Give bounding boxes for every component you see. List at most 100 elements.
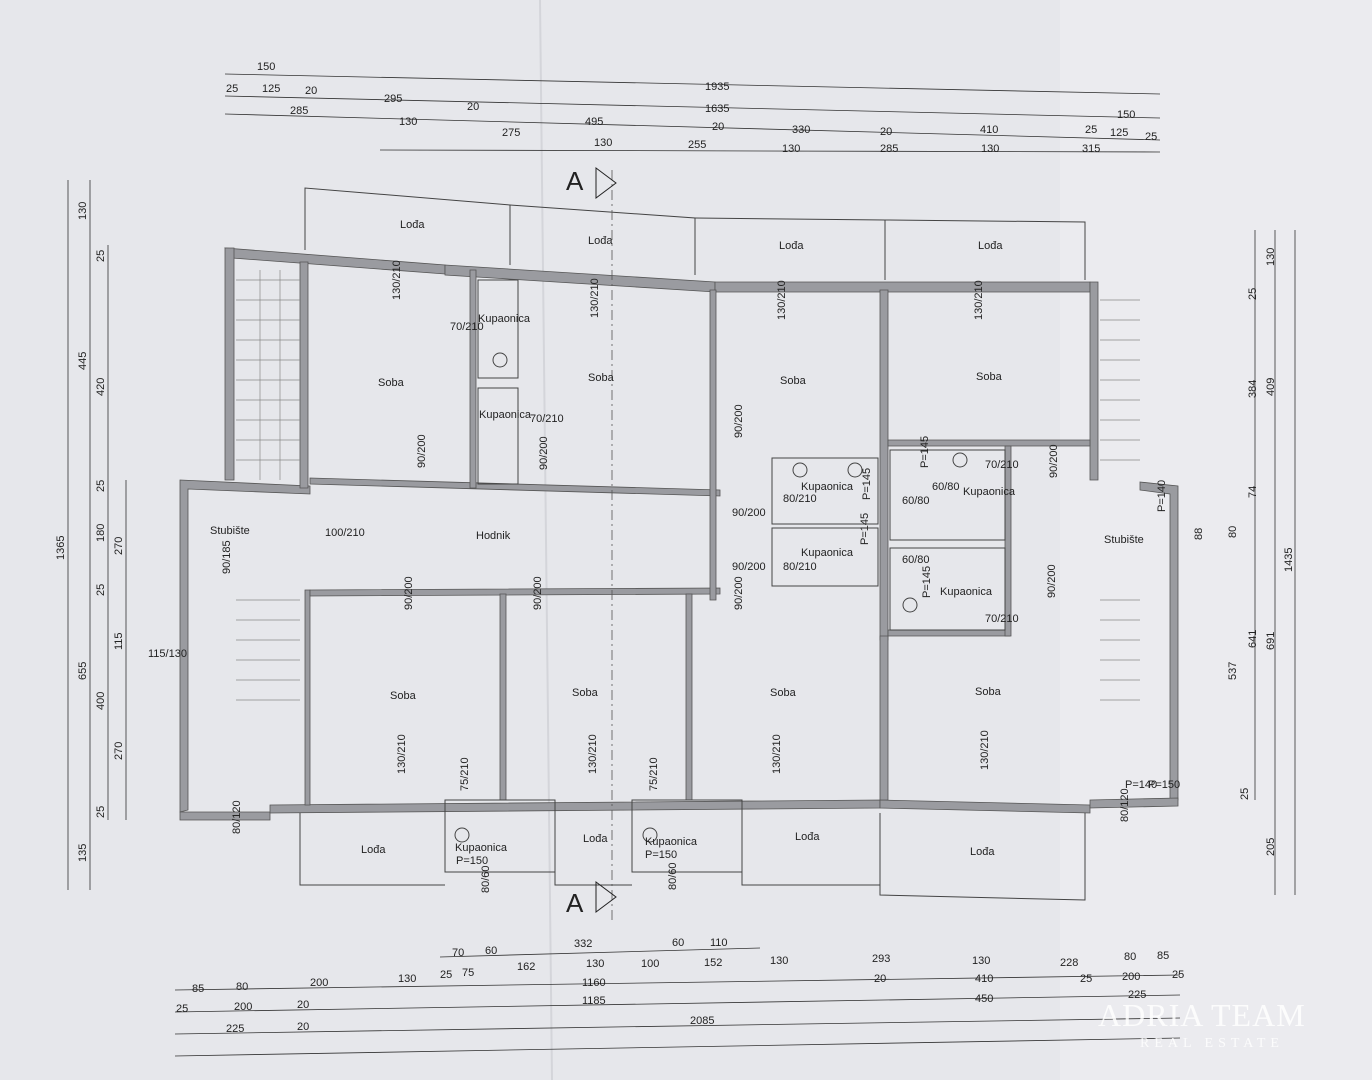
dim-right-384: 384 — [1247, 380, 1259, 398]
dim-bot-80b: 80 — [236, 981, 248, 993]
dim-top-25c: 25 — [1145, 131, 1157, 143]
dim-left-25d: 25 — [95, 806, 107, 818]
dim-left-420: 420 — [95, 378, 107, 396]
dim-bot-25d: 25 — [176, 1003, 188, 1015]
room-label-kupaonica: Kupaonica — [478, 313, 531, 325]
dim-left-25c: 25 — [95, 584, 107, 596]
dim-bot-293: 293 — [872, 953, 890, 965]
dim-bot-152: 152 — [704, 957, 722, 969]
dim-top-20d: 20 — [880, 126, 892, 138]
dim-right-74: 74 — [1247, 486, 1259, 498]
dim-bot-130c: 130 — [770, 955, 788, 967]
dim-bot-75: 75 — [462, 967, 474, 979]
opening-size-label: 90/200 — [732, 507, 766, 519]
opening-size-label: 90/200 — [532, 576, 544, 610]
opening-size-label: 90/200 — [1048, 444, 1060, 478]
dim-bot-20c: 20 — [297, 1021, 309, 1033]
dim-left-130: 130 — [77, 202, 89, 220]
dim-left-115: 115 — [113, 632, 125, 650]
opening-size-label: 70/210 — [450, 321, 484, 333]
dim-bot-80: 80 — [1124, 951, 1136, 963]
dim-bot-85b: 85 — [192, 983, 204, 995]
dim-bot-130a: 130 — [398, 973, 416, 985]
opening-size-label: P=140 — [1156, 480, 1168, 512]
walls — [179, 247, 1179, 821]
dim-top-1635: 1635 — [705, 103, 729, 115]
dim-right-88: 88 — [1193, 528, 1205, 540]
dim-top-150: 150 — [257, 61, 275, 73]
opening-size-label: 70/210 — [985, 459, 1019, 471]
dim-bot-2085: 2085 — [690, 1015, 714, 1027]
dim-right-641: 641 — [1247, 630, 1259, 648]
bottom-loggias — [299, 813, 1086, 901]
dim-right-25b: 25 — [1239, 788, 1251, 800]
dim-left-270: 270 — [113, 537, 125, 555]
dim-top-315: 315 — [1082, 143, 1100, 155]
dim-right-537: 537 — [1227, 662, 1239, 680]
room-label-soba: Soba — [780, 375, 807, 387]
dim-left-1365: 1365 — [55, 536, 67, 560]
dim-right-80: 80 — [1227, 526, 1239, 538]
dim-left-270b: 270 — [113, 742, 125, 760]
opening-size-label: 80/210 — [783, 493, 817, 505]
room-label-loda: Lođa — [588, 235, 613, 247]
opening-size-label: P=150 — [645, 849, 677, 861]
room-label-kupaonica: Kupaonica — [801, 481, 854, 493]
dim-top-25b: 25 — [1085, 124, 1097, 136]
dim-top-20c: 20 — [712, 121, 724, 133]
opening-size-label: 130/210 — [771, 734, 783, 774]
dim-bot-332: 332 — [574, 938, 592, 950]
dim-top-20b: 20 — [467, 101, 479, 113]
room-label-loda: Lođa — [361, 844, 386, 856]
dim-bot-225: 225 — [226, 1023, 244, 1035]
opening-size-label: 90/200 — [538, 436, 550, 470]
opening-size-label: 130/210 — [391, 260, 403, 300]
dim-bot-110: 110 — [710, 937, 728, 949]
dim-top-130c: 130 — [782, 143, 800, 155]
dim-bot-130b: 130 — [586, 958, 604, 970]
dim-top-275: 275 — [502, 127, 520, 139]
dim-right-691: 691 — [1265, 632, 1277, 650]
room-label-kupaonica: Kupaonica — [940, 586, 993, 598]
section-marker-top: A — [566, 166, 584, 196]
dim-top-285b: 285 — [880, 143, 898, 155]
dim-bot-162: 162 — [517, 961, 535, 973]
room-label-loda: Lođa — [795, 831, 820, 843]
room-label-stubiste: Stubište — [210, 525, 250, 537]
dim-top-410: 410 — [980, 124, 998, 136]
room-label-soba: Soba — [572, 687, 599, 699]
opening-size-label: 70/210 — [985, 613, 1019, 625]
dim-bot-25: 25 — [440, 969, 452, 981]
opening-size-label: 60/80 — [932, 481, 960, 493]
watermark-brand: ADRIA TEAM — [1098, 997, 1306, 1033]
room-label-soba: Soba — [770, 687, 797, 699]
opening-size-label: 90/200 — [732, 561, 766, 573]
stair-hatching — [236, 270, 1140, 701]
opening-size-label: 90/200 — [733, 404, 745, 438]
dim-bot-1185: 1185 — [582, 995, 606, 1007]
room-label-loda: Lođa — [400, 219, 425, 231]
opening-size-label: P=150 — [456, 855, 488, 867]
room-label-soba: Soba — [390, 690, 417, 702]
opening-size-label: P=140 — [1125, 779, 1157, 791]
top-dimensions: 150 1935 25 125 20 295 20 1635 150 285 1… — [224, 61, 1161, 155]
dim-top-130b: 130 — [594, 137, 612, 149]
opening-size-label: 60/80 — [902, 554, 930, 566]
dim-bot-200c: 200 — [234, 1001, 252, 1013]
dim-bot-410: 410 — [975, 973, 993, 985]
section-line-a — [595, 167, 617, 920]
opening-size-label: 100/210 — [325, 527, 365, 539]
room-label-kupaonica: Kupaonica — [801, 547, 854, 559]
opening-size-label: 130/210 — [973, 280, 985, 320]
dim-bot-200: 200 — [310, 977, 328, 989]
opening-size-label: 90/200 — [1046, 564, 1058, 598]
dim-left-25a: 25 — [95, 250, 107, 262]
opening-size-label: 130/210 — [589, 278, 601, 318]
dim-top-125: 125 — [262, 83, 280, 95]
room-label-kupaonica: Kupaonica — [963, 486, 1016, 498]
dim-left-180: 180 — [95, 524, 107, 542]
room-label-loda: Lođa — [779, 240, 804, 252]
dim-top-25: 25 — [226, 83, 238, 95]
opening-size-label: 75/210 — [459, 757, 471, 791]
dim-top-330: 330 — [792, 124, 810, 136]
